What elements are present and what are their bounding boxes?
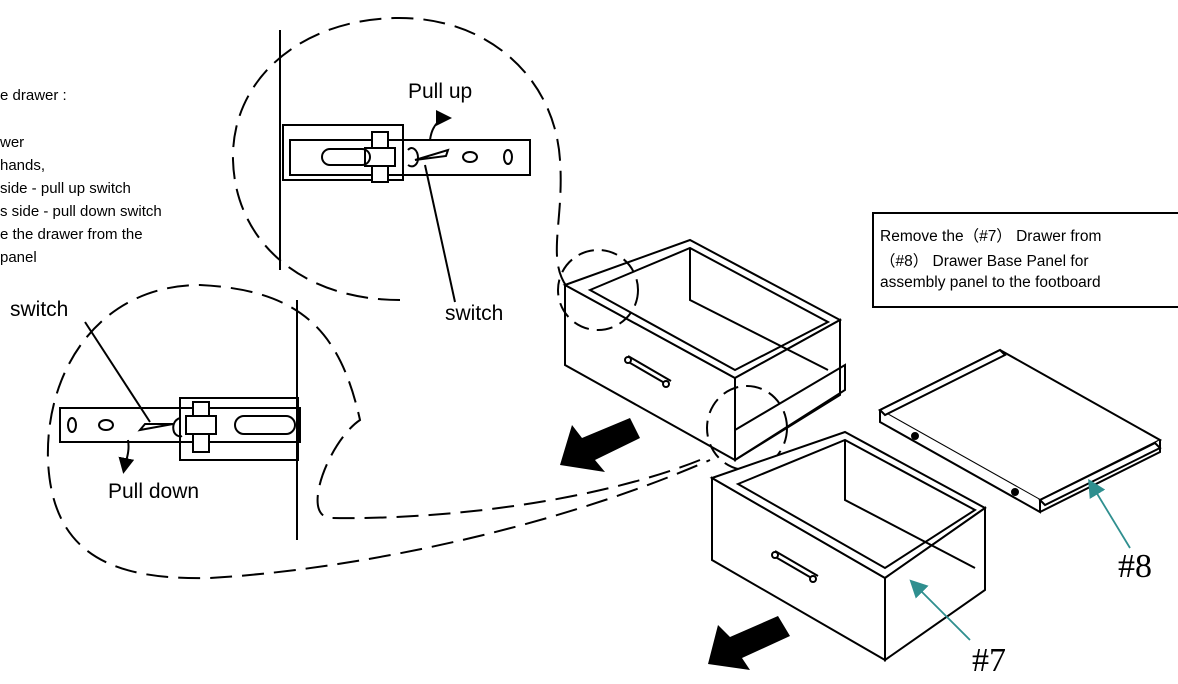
leader-line-8 xyxy=(1088,478,1131,549)
part-number-7: #7 xyxy=(972,642,1006,679)
pull-down-label: Pull down xyxy=(108,480,200,503)
drawer-lower xyxy=(709,430,987,662)
pull-arrow-upper xyxy=(560,418,640,472)
part-number-8: #8 xyxy=(1118,548,1152,585)
instruction-line-3: hands, xyxy=(0,157,46,174)
instruction-line-6: e the drawer from the xyxy=(0,226,143,243)
switch-label-top: switch xyxy=(445,302,504,325)
detail-circle-top xyxy=(231,16,581,301)
drawer-base-panel xyxy=(877,348,1163,514)
rail-bottom xyxy=(59,300,301,540)
note-line-1: Remove the（#7） Drawer from xyxy=(880,228,1102,245)
drawer-upper xyxy=(562,238,846,462)
removal-note-box: Remove the（#7） Drawer from （#8） Drawer B… xyxy=(872,212,1178,308)
instruction-line-2: wer xyxy=(0,134,25,151)
instruction-line-5: s side - pull down switch xyxy=(0,203,162,220)
detail-circle-bottom xyxy=(46,283,711,580)
upper-drawer-circles xyxy=(557,249,788,471)
note-line-3: assembly panel to the footboard xyxy=(880,274,1101,291)
leader-line-7 xyxy=(909,579,971,641)
switch-label-bottom: switch xyxy=(10,298,69,321)
rail-top xyxy=(279,30,531,303)
instruction-line-4: side - pull up switch xyxy=(0,180,131,197)
instruction-line-7: panel xyxy=(0,249,37,266)
pull-up-label: Pull up xyxy=(408,80,473,103)
pull-arrow-lower xyxy=(708,616,790,670)
instruction-line-1: e drawer : xyxy=(0,87,67,104)
note-line-2: （#8） Drawer Base Panel for xyxy=(880,253,1089,270)
